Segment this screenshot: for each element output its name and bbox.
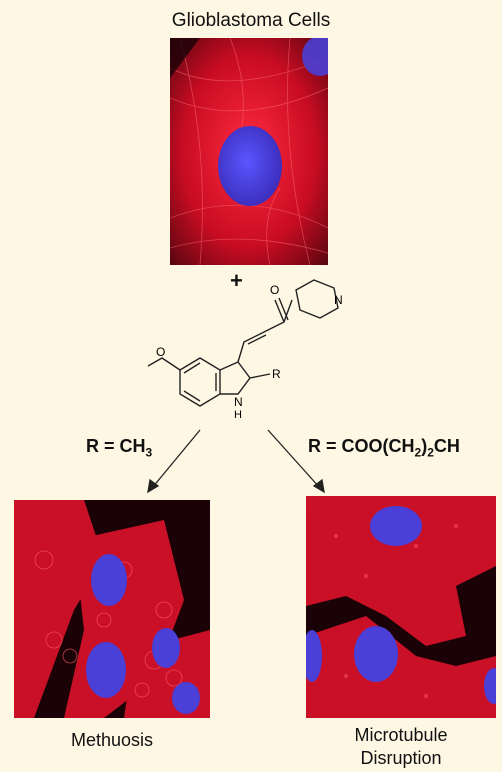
methuosis-image	[14, 500, 210, 718]
top-cell-image	[170, 38, 328, 265]
left-caption: Methuosis	[70, 730, 154, 750]
indole-n: N	[234, 395, 243, 409]
right-caption-line2: Disruption	[360, 748, 442, 768]
right-r-label: R = COO(CH2)2CH	[308, 436, 502, 460]
figure-title: Glioblastoma Cells	[171, 10, 331, 31]
plus-sign: +	[230, 268, 243, 293]
carbonyl-o: O	[270, 283, 279, 297]
left-r-sub: 3	[145, 445, 153, 460]
right-r-sub-2: 2	[427, 445, 434, 460]
left-r-label: R = CH3	[86, 436, 152, 460]
indole-h: H	[234, 409, 242, 421]
left-r-text: R = CH	[86, 436, 146, 456]
microtubule-disruption-image	[306, 496, 496, 718]
right-r-text-1: R = COO(CH	[308, 436, 415, 456]
right-r-text-2: )	[421, 436, 428, 456]
right-r-text-3: CH	[433, 436, 460, 456]
right-r-sub-1: 2	[414, 445, 422, 460]
methoxy-o: O	[156, 345, 165, 359]
right-caption-line1: Microtubule	[354, 725, 448, 745]
pyridine-n: N	[334, 293, 343, 307]
r-group: R	[272, 367, 281, 381]
molecule-structure: O N O N H R	[147, 279, 343, 421]
